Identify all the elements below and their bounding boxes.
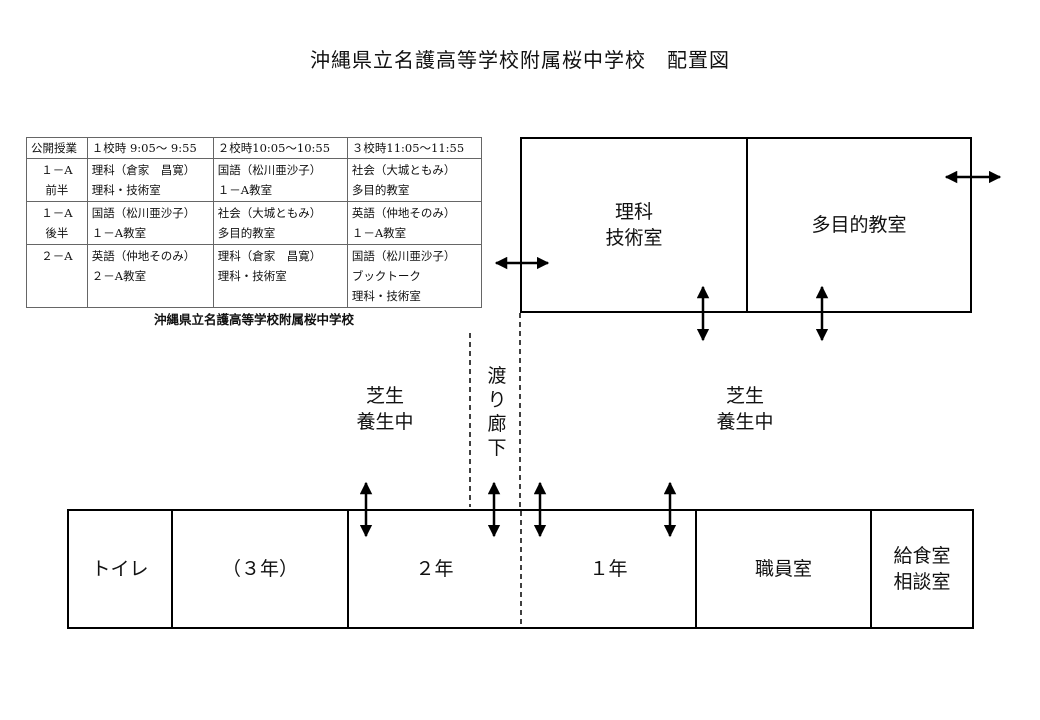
schedule-group-cell: １－A 後半 — [26, 201, 88, 245]
room-multipurpose: 多目的教室 — [746, 137, 972, 313]
schedule-cell: 英語（仲地そのみ） １－A教室 — [346, 201, 483, 245]
schedule-cell: 国語（松川亜沙子） １－A教室 — [86, 201, 214, 245]
classroom: 理科・技術室 — [351, 289, 421, 303]
schedule-header-row: 公開授業 １校時 9:05～ 9:55 ２校時10:05～10:55 ３校時11… — [26, 137, 483, 159]
classroom: ２－A教室 — [91, 269, 147, 283]
group-sublabel: 後半 — [45, 226, 69, 240]
page-title: 沖縄県立名護高等学校附属桜中学校 配置図 — [310, 48, 730, 72]
classroom: 理科・技術室 — [217, 269, 287, 283]
classroom: 多目的教室 — [217, 226, 276, 240]
room-label: トイレ — [91, 558, 149, 580]
subject-teacher: 国語（松川亜沙子） — [351, 249, 456, 263]
group-sublabel: 前半 — [45, 183, 69, 197]
classroom: １－A教室 — [351, 226, 407, 240]
subject-teacher: 理科（倉家 昌寛） — [217, 249, 322, 263]
classroom: １－A教室 — [91, 226, 147, 240]
schedule-group-cell: １－A 前半 — [26, 158, 88, 202]
schedule-header-cell: ３校時11:05～11:55 — [346, 137, 483, 159]
subject-teacher: 社会（大城ともみ） — [351, 163, 456, 177]
group-label: ２－A — [41, 249, 73, 263]
subject-teacher: 国語（松川亜沙子） — [91, 206, 196, 220]
room-label: １年 — [589, 558, 628, 580]
schedule-cell: 英語（仲地そのみ） ２－A教室 — [86, 244, 214, 308]
room-label: 給食室 相談室 — [893, 545, 951, 593]
room-label: 理科 技術室 — [605, 201, 663, 249]
group-label: １－A — [41, 163, 73, 177]
lawn-left-label: 芝生 養生中 — [356, 385, 414, 433]
schedule-header-cell: 公開授業 — [26, 137, 88, 159]
corridor-label: 渡 り 廊 下 — [487, 365, 507, 459]
schedule-cell: 社会（大城ともみ） 多目的教室 — [212, 201, 348, 245]
schedule-cell: 社会（大城ともみ） 多目的教室 — [346, 158, 483, 202]
subject-teacher: 英語（仲地そのみ） — [91, 249, 196, 263]
room-label: 多目的教室 — [811, 214, 907, 236]
room-label: 職員室 — [754, 558, 812, 580]
schedule-caption: 沖縄県立名護高等学校附属桜中学校 — [153, 312, 354, 327]
subject-teacher: 社会（大城ともみ） — [217, 206, 322, 220]
subject-teacher: 国語（松川亜沙子） — [217, 163, 322, 177]
lawn-right-label: 芝生 養生中 — [716, 385, 774, 433]
schedule-row: １－A 後半 国語（松川亜沙子） １－A教室 社会（大城ともみ） 多目的教室 英… — [26, 201, 483, 245]
schedule-row: ２－A 英語（仲地そのみ） ２－A教室 理科（倉家 昌寛） 理科・技術室 国語（… — [26, 244, 483, 308]
classroom: 理科・技術室 — [91, 183, 161, 197]
classroom: １－A教室 — [217, 183, 273, 197]
schedule-table: 公開授業 １校時 9:05～ 9:55 ２校時10:05～10:55 ３校時11… — [26, 137, 483, 308]
classroom: 多目的教室 — [351, 183, 410, 197]
activity: ブックトーク — [351, 269, 421, 283]
subject-teacher: 理科（倉家 昌寛） — [91, 163, 196, 177]
room-label: （３年） — [221, 558, 298, 580]
room-label: ２年 — [415, 558, 454, 580]
schedule-cell: 国語（松川亜沙子） ブックトーク 理科・技術室 — [346, 244, 483, 308]
subject-teacher: 英語（仲地そのみ） — [351, 206, 456, 220]
group-label: １－A — [41, 206, 73, 220]
room-lunch-counseling: 給食室 相談室 — [870, 509, 974, 629]
schedule-cell: 理科（倉家 昌寛） 理科・技術室 — [212, 244, 348, 308]
